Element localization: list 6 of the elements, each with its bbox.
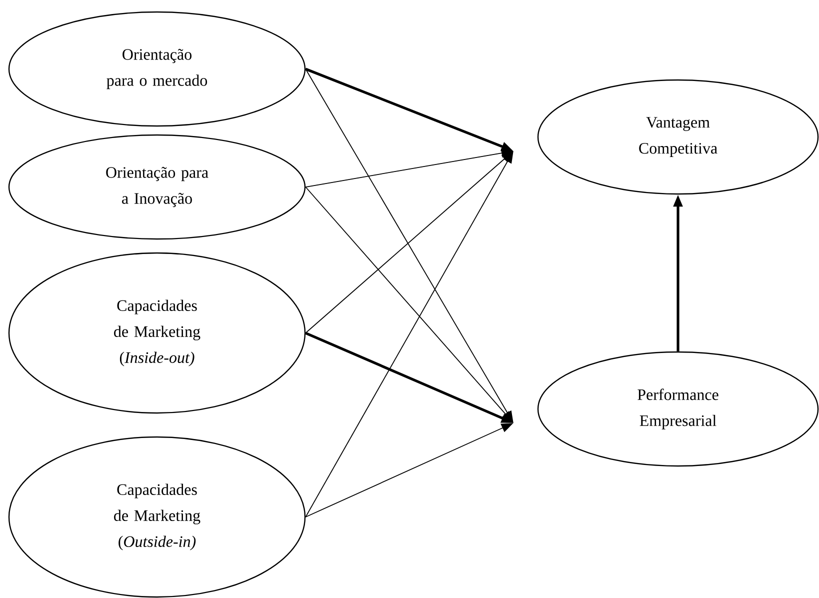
ellipse-node: Vantagem Competitiva bbox=[537, 79, 819, 195]
ellipse-node: Capacidades de Marketing (Outside-in) bbox=[8, 436, 306, 598]
ellipse-node: Capacidades de Marketing (Inside-out) bbox=[8, 252, 306, 414]
ellipse-node: Orientação para o mercado bbox=[8, 11, 306, 127]
ellipse-node: Performance Empresarial bbox=[537, 351, 819, 467]
ellipse-node: Orientação para a Inovação bbox=[8, 134, 306, 240]
